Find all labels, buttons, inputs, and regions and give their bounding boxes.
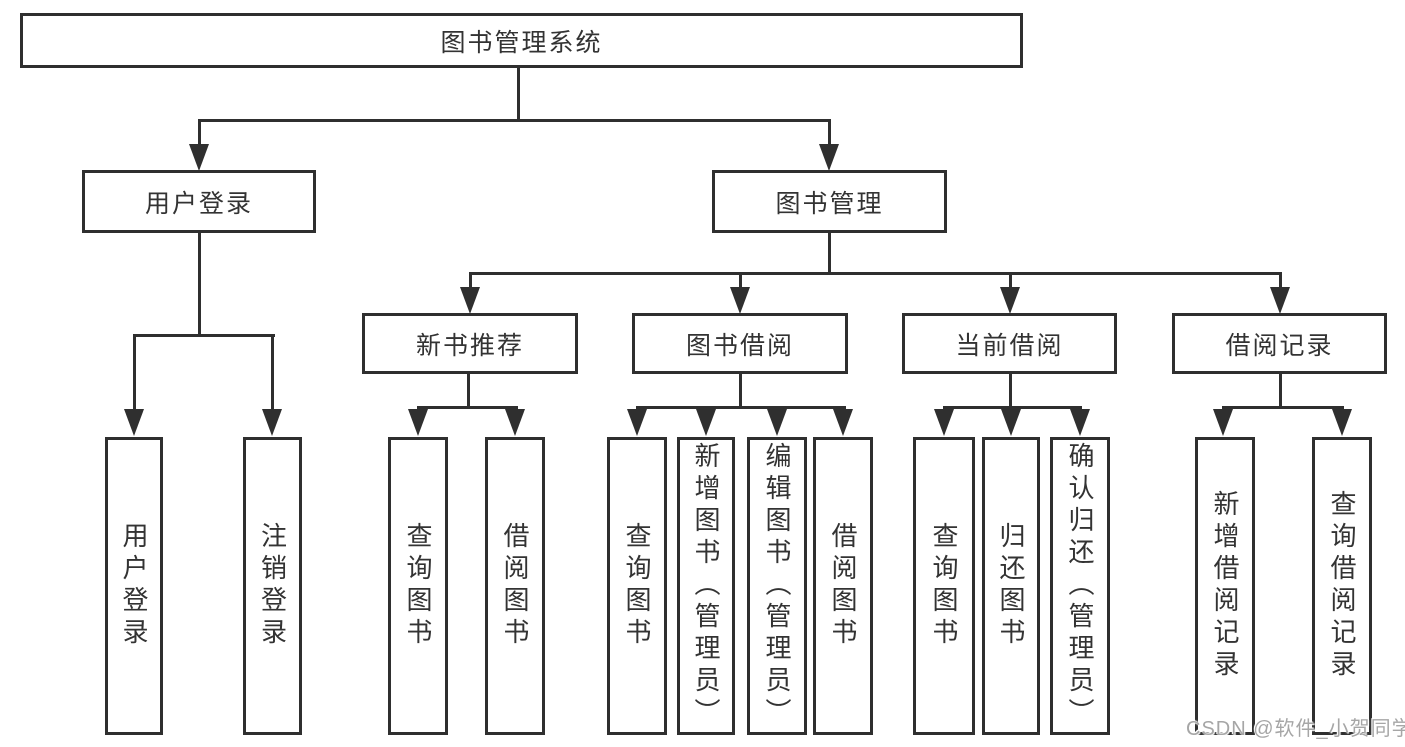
- connector-bookmgmt-stem: [828, 233, 831, 274]
- node-label: 图书管理系统: [440, 28, 603, 57]
- node-borrowing-records: 借阅记录: [1172, 313, 1387, 374]
- node-label: 查询图书: [929, 522, 959, 650]
- node-library-management-system: 图书管理系统: [20, 13, 1023, 68]
- arrowhead-new-book-rec: [460, 287, 480, 314]
- arrowhead-record-add: [1213, 409, 1233, 436]
- leaf-add-book-admin: 新增图书（管理员）: [677, 437, 735, 735]
- leaf-edit-book-admin: 编辑图书（管理员）: [747, 437, 807, 735]
- connector-to-user-login: [198, 119, 201, 148]
- leaf-query-borrow-record: 查询借阅记录: [1312, 437, 1372, 735]
- node-label: 当前借阅: [955, 331, 1064, 360]
- connector-bookmgmt-crossbar: [469, 272, 1282, 275]
- arrowhead-current-borrow: [1000, 287, 1020, 314]
- connector-to-new-book-rec: [469, 272, 472, 289]
- node-label: 归还图书: [996, 522, 1026, 650]
- node-label: 借阅图书: [500, 522, 530, 650]
- connector-record-stem: [1279, 374, 1282, 408]
- connector-current-crossbar: [943, 406, 1082, 409]
- arrowhead-current-query: [934, 409, 954, 436]
- arrowhead-user-login: [189, 144, 209, 171]
- arrowhead-record-query: [1332, 409, 1352, 436]
- arrowhead-borrow-add: [696, 409, 716, 436]
- node-label: 用户登录: [119, 522, 149, 650]
- leaf-logout: 注销登录: [243, 437, 302, 735]
- arrowhead-borrow-borrow: [833, 409, 853, 436]
- node-label: 注销登录: [257, 522, 288, 650]
- node-book-borrowing: 图书借阅: [632, 313, 848, 374]
- connector-to-leaf-login: [133, 334, 136, 411]
- leaf-add-borrow-record: 新增借阅记录: [1195, 437, 1255, 735]
- arrowhead-leaf-logout: [262, 409, 282, 436]
- node-current-borrowing: 当前借阅: [902, 313, 1117, 374]
- connector-to-book-borrow: [739, 272, 742, 289]
- connector-borrow-stem: [739, 374, 742, 408]
- node-label: 用户登录: [144, 189, 253, 218]
- connector-rec-stem: [467, 374, 470, 408]
- leaf-borrow-books-rec: 借阅图书: [485, 437, 545, 735]
- node-label: 新书推荐: [415, 331, 524, 360]
- connector-to-leaf-logout: [271, 334, 274, 411]
- node-label: 编辑图书（管理员）: [762, 442, 792, 730]
- connector-root-stem: [517, 68, 520, 121]
- arrowhead-current-confirm: [1070, 409, 1090, 436]
- arrowhead-leaf-login: [124, 409, 144, 436]
- leaf-return-book: 归还图书: [982, 437, 1040, 735]
- leaf-borrow-books-borrow: 借阅图书: [813, 437, 873, 735]
- arrowhead-rec-query: [408, 409, 428, 436]
- connector-borrow-crossbar: [636, 406, 846, 409]
- node-label: 图书借阅: [685, 331, 794, 360]
- node-label: 查询图书: [622, 522, 652, 650]
- leaf-query-books-rec: 查询图书: [388, 437, 448, 735]
- node-label: 查询借阅记录: [1327, 490, 1357, 682]
- connector-to-book-mgmt: [828, 119, 831, 148]
- node-user-login: 用户登录: [82, 170, 316, 233]
- connector-to-current-borrow: [1009, 272, 1012, 289]
- connector-current-stem: [1009, 374, 1012, 408]
- arrowhead-borrow-edit: [767, 409, 787, 436]
- node-label: 借阅记录: [1225, 331, 1334, 360]
- connector-record-crossbar: [1222, 406, 1344, 409]
- arrowhead-current-return: [1001, 409, 1021, 436]
- leaf-confirm-return-admin: 确认归还（管理员）: [1050, 437, 1110, 735]
- node-book-management: 图书管理: [712, 170, 947, 233]
- csdn-watermark: CSDN @软件_小贺同学: [1186, 718, 1405, 740]
- arrowhead-book-borrow: [730, 287, 750, 314]
- node-new-book-recommend: 新书推荐: [362, 313, 578, 374]
- node-label: 图书管理: [775, 189, 884, 218]
- connector-userlogin-crossbar: [133, 334, 275, 337]
- connector-root-crossbar: [198, 119, 831, 122]
- connector-to-borrow-record: [1279, 272, 1282, 289]
- node-label: 查询图书: [403, 522, 433, 650]
- connector-rec-crossbar: [417, 406, 518, 409]
- node-label: 借阅图书: [828, 522, 858, 650]
- node-label: 新增图书（管理员）: [691, 442, 721, 730]
- arrowhead-borrow-record: [1270, 287, 1290, 314]
- leaf-query-books-current: 查询图书: [913, 437, 975, 735]
- arrowhead-book-mgmt: [819, 144, 839, 171]
- node-label: 新增借阅记录: [1210, 490, 1240, 682]
- leaf-query-books-borrow: 查询图书: [607, 437, 667, 735]
- arrowhead-borrow-query: [627, 409, 647, 436]
- connector-userlogin-stem: [198, 233, 201, 337]
- arrowhead-rec-borrow: [505, 409, 525, 436]
- leaf-user-login: 用户登录: [105, 437, 163, 735]
- node-label: 确认归还（管理员）: [1065, 442, 1095, 730]
